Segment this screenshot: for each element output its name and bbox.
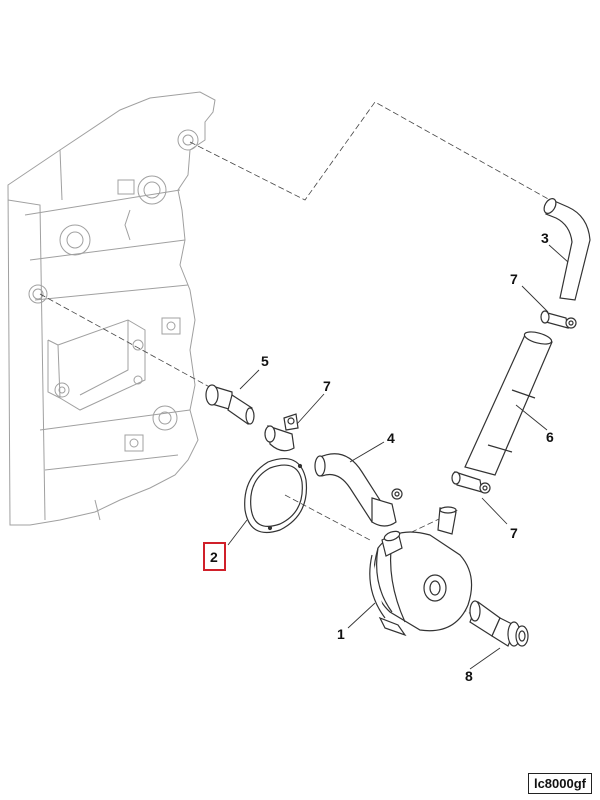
callout-3: 3 [541, 230, 549, 246]
leader-lines [39, 101, 551, 629]
part-7-clamp-bottom [451, 471, 491, 494]
callout-5: 5 [261, 353, 269, 369]
callout-leaders [227, 244, 569, 670]
part-1-oil-cooler [369, 506, 473, 637]
drawing-code: lc8000gf [527, 773, 592, 794]
part-5-fitting [205, 384, 255, 425]
callout-7-bottom: 7 [510, 525, 518, 541]
highlight-box [203, 542, 226, 571]
part-8-threaded-fitting [469, 600, 529, 647]
callout-1: 1 [337, 626, 345, 642]
engine-block [7, 91, 216, 526]
part-3-bent-pipe [543, 198, 591, 301]
callout-7-middle: 7 [323, 378, 331, 394]
part-7-clamp-top [540, 310, 577, 329]
callout-8: 8 [465, 668, 473, 684]
part-2-o-ring [244, 458, 308, 534]
callout-6: 6 [546, 429, 554, 445]
callout-2: 2 [210, 549, 218, 565]
part-6-hose [464, 331, 553, 476]
part-7-clamp-middle [264, 413, 299, 452]
callout-4: 4 [387, 430, 395, 446]
callout-7-top: 7 [510, 271, 518, 287]
part-4-curved-hose [314, 453, 403, 527]
